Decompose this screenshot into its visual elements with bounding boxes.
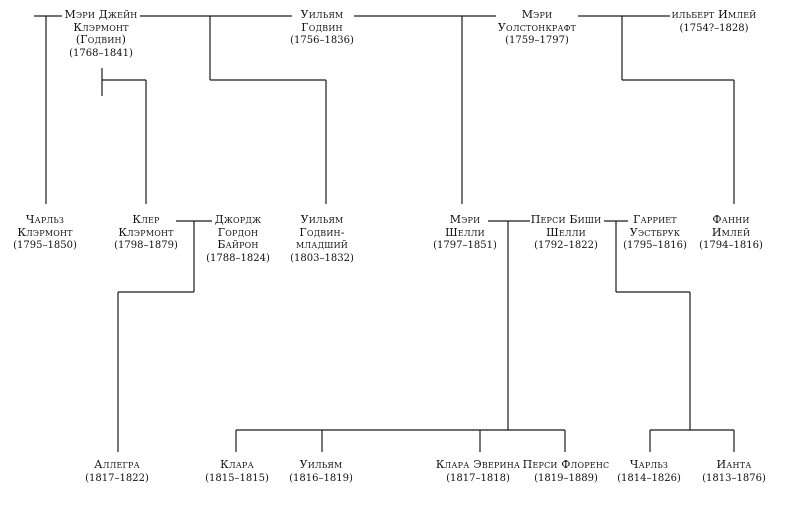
person-dates: (1813–1876) xyxy=(702,472,766,484)
person-allegra: Аллегра(1817–1822) xyxy=(85,458,149,486)
person-dates: (1754?–1828) xyxy=(679,22,749,34)
person-name-line: Чарльз xyxy=(629,458,669,471)
person-name-line: младший xyxy=(296,238,348,251)
person-name-line: ильберт Имлей xyxy=(671,8,757,21)
person-dates: (1756–1836) xyxy=(290,35,354,46)
person-dates: (1792–1822) xyxy=(534,240,598,251)
person-dates: (1817–1818) xyxy=(446,472,510,484)
person-dates: (1795–1850) xyxy=(13,240,77,251)
person-name-line: Шелли xyxy=(546,225,586,239)
person-dates: (1759–1797) xyxy=(505,35,569,46)
person-name-line: Уолстонкрафт xyxy=(497,20,577,34)
person-name-line: Фанни xyxy=(712,213,750,226)
person-name-line: Гарриет xyxy=(633,213,677,226)
person-dates: (1815–1815) xyxy=(205,472,269,484)
person-name-line: Клэрмонт xyxy=(73,20,129,34)
person-name-line: Мэри xyxy=(521,8,553,21)
person-name-line: Аллегра xyxy=(94,458,140,471)
person-name-line: Перси Биши xyxy=(530,213,602,226)
person-gilbert-imlay: ильберт Имлей(1754?–1828) xyxy=(671,8,757,36)
person-dates: (1794–1816) xyxy=(699,240,763,251)
person-name-line: Клара xyxy=(220,458,254,471)
person-name-line: Клэрмонт xyxy=(17,225,73,239)
person-name-line: Чарльз xyxy=(25,213,65,226)
person-name-line: Уэстбрук xyxy=(629,225,681,239)
person-dates: (1816–1819) xyxy=(289,472,353,484)
person-name-line: Джордж xyxy=(214,213,262,226)
person-name-line: Уильям xyxy=(300,8,344,21)
person-clara-everina: Клара Эверина(1817–1818) xyxy=(435,458,521,486)
person-name-line: Клер xyxy=(132,213,160,226)
person-name-line: Байрон xyxy=(217,238,259,251)
person-percy-florence: Перси Флоренс(1819–1889) xyxy=(522,458,610,486)
person-name-line: Имлей xyxy=(711,225,751,239)
person-name-line: Уильям xyxy=(299,458,343,471)
person-dates: (1803–1832) xyxy=(290,252,354,264)
person-name-line: Мэри xyxy=(449,213,481,226)
person-name-line: Шелли xyxy=(445,225,485,239)
person-name-line: Клэрмонт xyxy=(118,225,174,239)
person-name-line: (Годвин) xyxy=(75,33,127,46)
person-dates: (1768–1841) xyxy=(69,47,133,59)
person-dates: (1795–1816) xyxy=(623,240,687,251)
person-name-line: Ианта xyxy=(716,458,752,471)
person-name-line: Клара Эверина xyxy=(435,458,521,471)
person-william: Уильям(1816–1819) xyxy=(289,458,353,486)
person-dates: (1814–1826) xyxy=(617,472,681,484)
person-name-line: Гордон xyxy=(217,225,259,239)
person-ianthe: Ианта(1813–1876) xyxy=(702,458,766,486)
person-dates: (1788–1824) xyxy=(206,252,270,264)
person-dates: (1797–1851) xyxy=(433,240,497,251)
person-clara: Клара(1815–1815) xyxy=(205,458,269,486)
person-name-line: Годвин- xyxy=(299,225,345,239)
person-name-line: Перси Флоренс xyxy=(522,458,610,471)
person-name-line: Уильям xyxy=(300,213,344,226)
person-dates: (1817–1822) xyxy=(85,472,149,484)
person-charles: Чарльз(1814–1826) xyxy=(617,458,681,486)
person-name-line: Мэри Джейн xyxy=(64,8,138,21)
person-name-line: Годвин xyxy=(301,20,343,34)
person-dates: (1819–1889) xyxy=(534,472,598,484)
person-dates: (1798–1879) xyxy=(114,240,178,251)
